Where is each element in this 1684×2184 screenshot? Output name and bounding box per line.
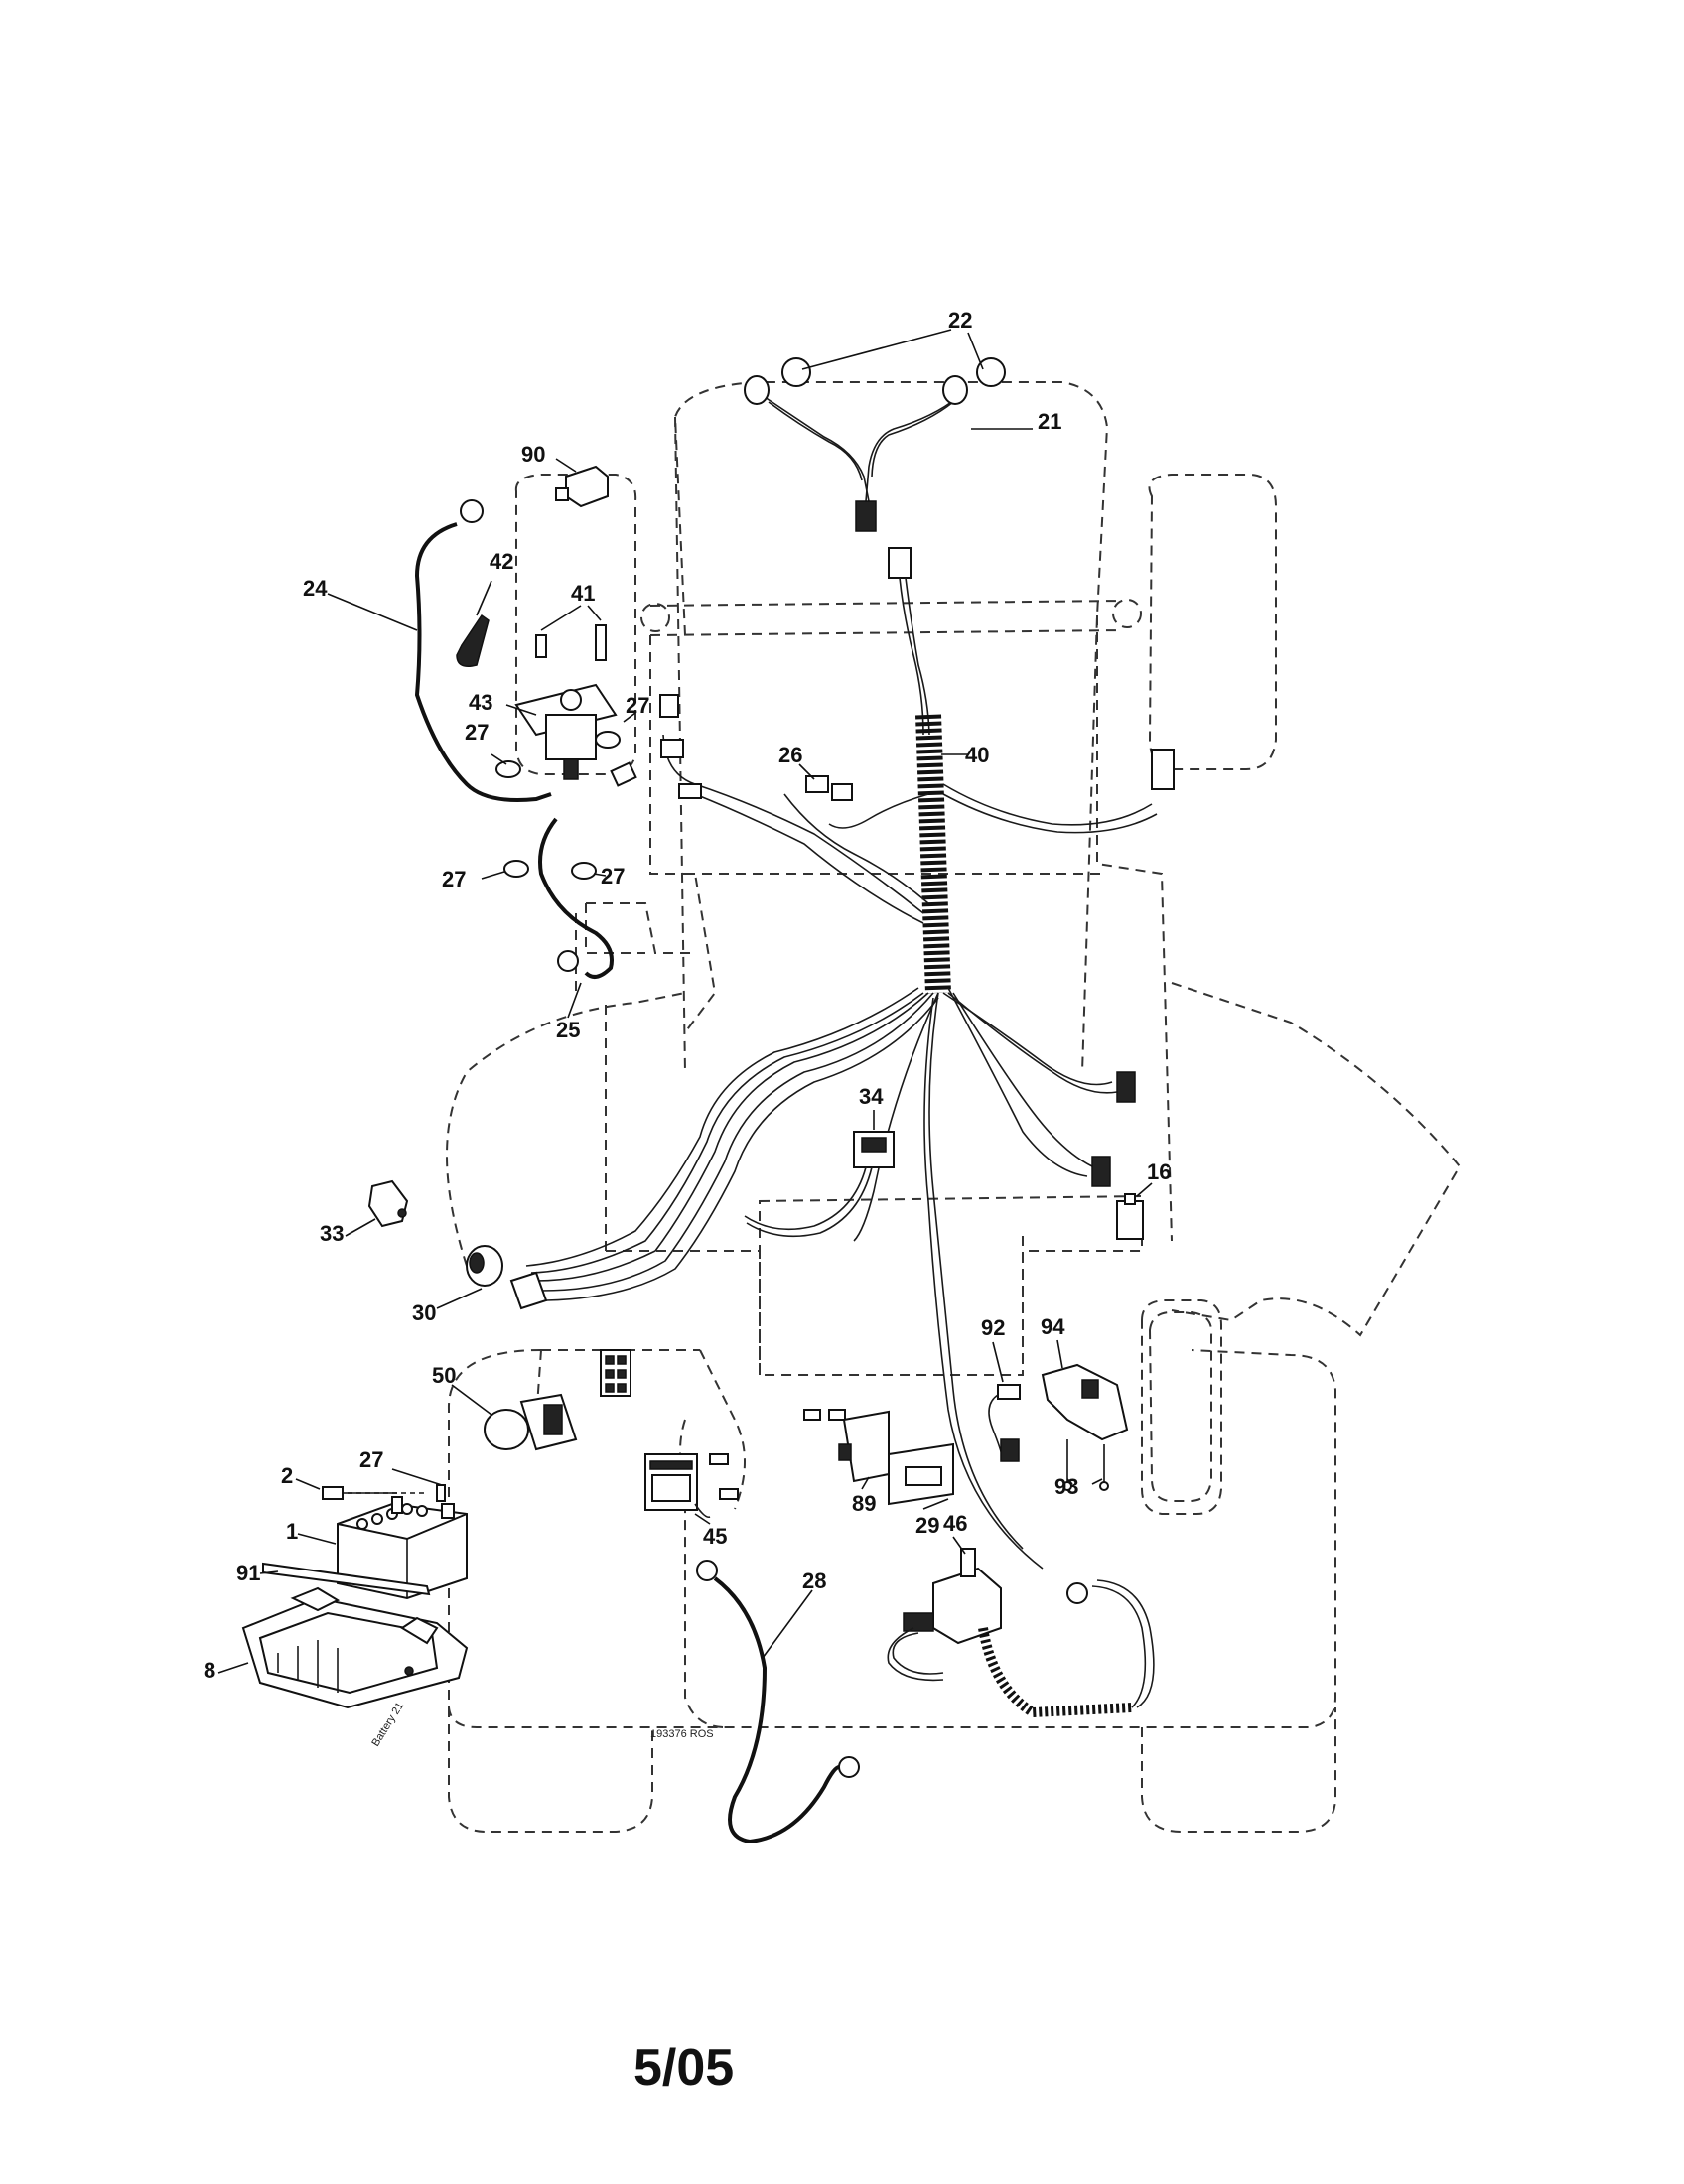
callout-26: 26 — [778, 743, 802, 767]
cable-25 — [538, 817, 614, 979]
cable-28 — [696, 1560, 860, 1844]
callout-42: 42 — [490, 549, 513, 574]
callout-21: 21 — [1038, 409, 1061, 434]
battery-bolt — [322, 1484, 446, 1502]
page-footer-date: 5/05 — [633, 2039, 734, 2097]
callout-93: 93 — [1054, 1474, 1078, 1499]
callout-92: 92 — [981, 1315, 1005, 1340]
callout-16: 16 — [1147, 1160, 1171, 1184]
callout-24: 24 — [303, 576, 328, 601]
part-89 — [838, 1410, 890, 1483]
headlight-bulb-left — [744, 375, 770, 405]
callout-41: 41 — [571, 581, 595, 606]
callout-27-b: 27 — [626, 693, 649, 718]
callout-8: 8 — [204, 1658, 215, 1683]
part-33 — [367, 1179, 409, 1228]
connector-block — [600, 1349, 632, 1397]
callout-27-e: 27 — [359, 1447, 383, 1472]
callout-91: 91 — [236, 1561, 260, 1585]
seat-switch-assembly — [988, 1363, 1129, 1491]
callout-27-c: 27 — [442, 867, 466, 891]
callout-90: 90 — [521, 442, 545, 467]
pto-switch — [484, 1393, 578, 1451]
headlight-assembly — [744, 357, 1006, 736]
module-46 — [888, 1442, 954, 1506]
callout-22: 22 — [948, 308, 972, 333]
starter-solenoid — [456, 614, 618, 780]
callout-28: 28 — [802, 1569, 826, 1593]
spade-terminals — [709, 1409, 846, 1500]
coil-cable — [978, 1579, 1155, 1718]
callout-33: 33 — [320, 1221, 344, 1246]
battery-tray — [241, 1586, 469, 1709]
callout-25: 25 — [556, 1018, 580, 1042]
cable-24 — [414, 499, 552, 802]
callout-89: 89 — [852, 1491, 876, 1516]
callout-34: 34 — [859, 1084, 884, 1109]
callout-2: 2 — [281, 1463, 293, 1488]
ignition-switch — [466, 1245, 548, 1310]
part-16 — [1116, 1193, 1144, 1240]
hour-meter — [644, 1453, 711, 1519]
callout-45: 45 — [703, 1524, 727, 1549]
drawing-id: 193376 ROS — [650, 1728, 714, 1740]
callout-27-d: 27 — [601, 864, 625, 888]
callout-50: 50 — [432, 1363, 456, 1388]
part-90 — [555, 465, 609, 508]
callout-46: 46 — [943, 1511, 967, 1536]
callout-labels: 22 21 90 24 42 41 43 27 27 27 27 26 40 2… — [204, 308, 1171, 1683]
switch-29 — [887, 1548, 1002, 1682]
callout-94: 94 — [1041, 1314, 1065, 1339]
battery-tray-label: Battery 21 — [369, 1701, 406, 1749]
nuts-27 — [495, 731, 621, 880]
battery-strap — [262, 1562, 431, 1596]
callout-43: 43 — [469, 690, 492, 715]
callout-40: 40 — [965, 743, 989, 767]
harness-connectors — [610, 694, 1175, 1187]
callout-29: 29 — [915, 1513, 939, 1538]
callout-27-a: 27 — [465, 720, 489, 745]
wiring-harness — [525, 714, 1158, 1570]
callout-30: 30 — [412, 1300, 436, 1325]
switch-34 — [744, 1131, 895, 1238]
headlight-bulb-right — [942, 375, 968, 405]
callout-1: 1 — [286, 1519, 298, 1544]
battery — [337, 1496, 468, 1600]
